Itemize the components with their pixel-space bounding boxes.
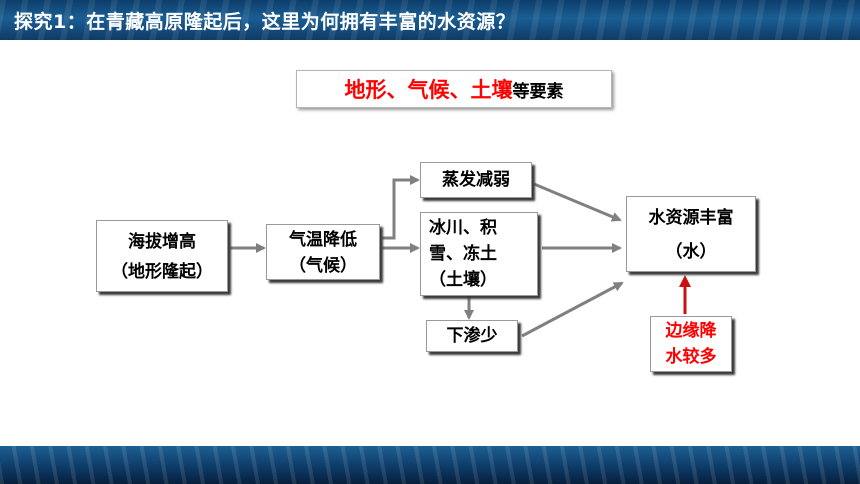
arrow-seepage-to-water xyxy=(521,281,624,338)
node-altitude-line2: （地形隆起） xyxy=(111,262,213,282)
node-altitude: 海拔增高 （地形隆起） xyxy=(96,220,228,292)
footer-banner xyxy=(0,446,860,484)
page-title: 探究1：在青藏高原隆起后，这里为何拥有丰富的水资源？ xyxy=(14,11,516,33)
elements-heading: 地形、气候、土壤等要素 xyxy=(296,70,612,108)
node-precip-line2: 水较多 xyxy=(665,347,717,367)
node-seepage-line1: 下渗少 xyxy=(446,326,498,346)
heading-black-text: 等要素 xyxy=(512,81,564,102)
node-glacier: 冰川、积 雪、冻土 （土壤） xyxy=(420,212,538,296)
node-glacier-line1: 冰川、积 xyxy=(429,218,497,238)
node-evaporation-line1: 蒸发减弱 xyxy=(442,170,510,190)
node-precip-line1: 边缘降 xyxy=(665,321,717,341)
arrow-temperature-to-evaporation xyxy=(382,175,420,240)
node-evaporation: 蒸发减弱 xyxy=(420,162,532,198)
node-temperature-line1: 气温降低 xyxy=(289,230,357,250)
node-temperature-line2: （气候） xyxy=(289,256,357,276)
node-water: 水资源丰富 （水） xyxy=(626,196,756,272)
node-seepage: 下渗少 xyxy=(426,320,518,352)
arrow-evaporation-to-water xyxy=(533,182,622,222)
node-precip: 边缘降 水较多 xyxy=(650,316,732,372)
node-temperature: 气温降低 （气候） xyxy=(266,224,380,280)
node-glacier-line2: 雪、冻土 xyxy=(429,244,497,264)
node-glacier-line3: （土壤） xyxy=(429,270,497,290)
title-banner: 探究1：在青藏高原隆起后，这里为何拥有丰富的水资源？ xyxy=(0,0,860,40)
node-altitude-line1: 海拔增高 xyxy=(128,232,196,252)
heading-red-text: 地形、气候、土壤 xyxy=(344,78,513,102)
node-water-line1: 水资源丰富 xyxy=(648,208,734,228)
node-water-line2: （水） xyxy=(665,242,717,262)
